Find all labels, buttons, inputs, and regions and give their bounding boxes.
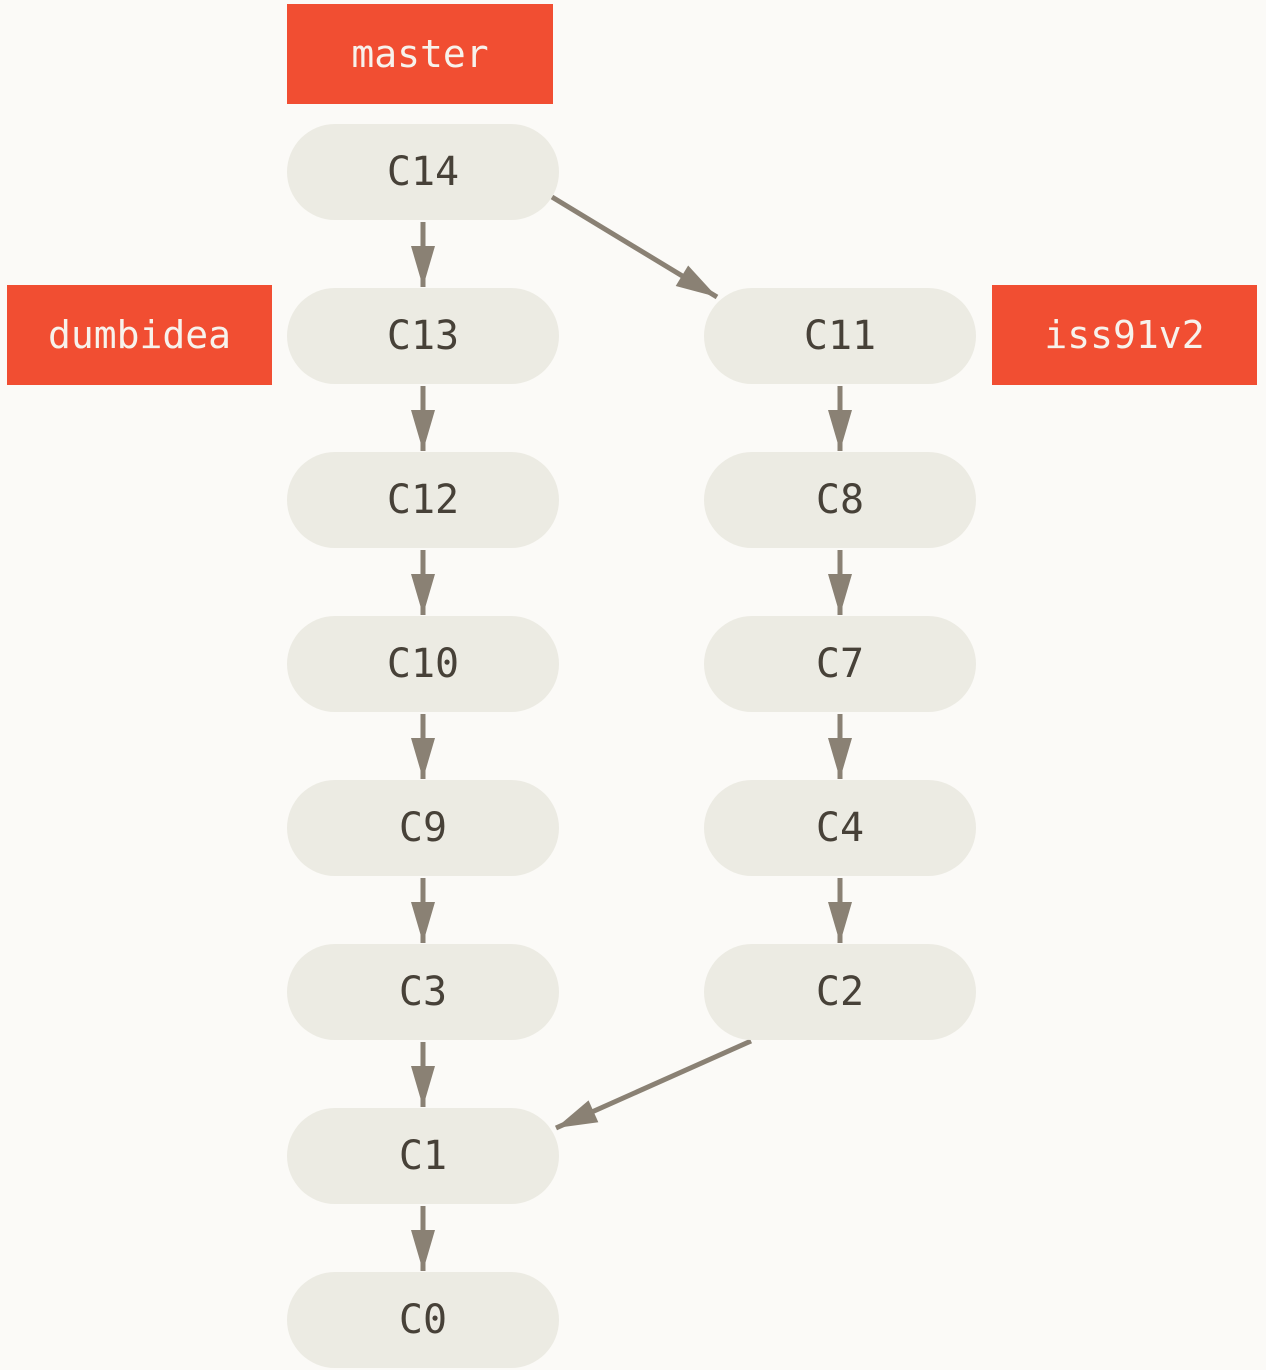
branch-label-master: master bbox=[287, 4, 553, 104]
commit-node-c14: C14 bbox=[287, 124, 559, 220]
edge-c2-c1 bbox=[554, 1038, 753, 1131]
commit-node-c11: C11 bbox=[704, 288, 976, 384]
commit-node-c7: C7 bbox=[704, 616, 976, 712]
commit-node-c3: C3 bbox=[287, 944, 559, 1040]
branch-label-dumbidea: dumbidea bbox=[7, 285, 272, 385]
commit-node-c8: C8 bbox=[704, 452, 976, 548]
commit-node-c1: C1 bbox=[287, 1108, 559, 1204]
branch-label-iss91v2: iss91v2 bbox=[992, 285, 1257, 385]
commit-node-c0: C0 bbox=[287, 1272, 559, 1368]
commit-node-c13: C13 bbox=[287, 288, 559, 384]
commit-node-c12: C12 bbox=[287, 452, 559, 548]
commit-node-c10: C10 bbox=[287, 616, 559, 712]
commit-node-c4: C4 bbox=[704, 780, 976, 876]
commit-node-c2: C2 bbox=[704, 944, 976, 1040]
edge-c14-c11 bbox=[550, 194, 719, 300]
commit-node-c9: C9 bbox=[287, 780, 559, 876]
